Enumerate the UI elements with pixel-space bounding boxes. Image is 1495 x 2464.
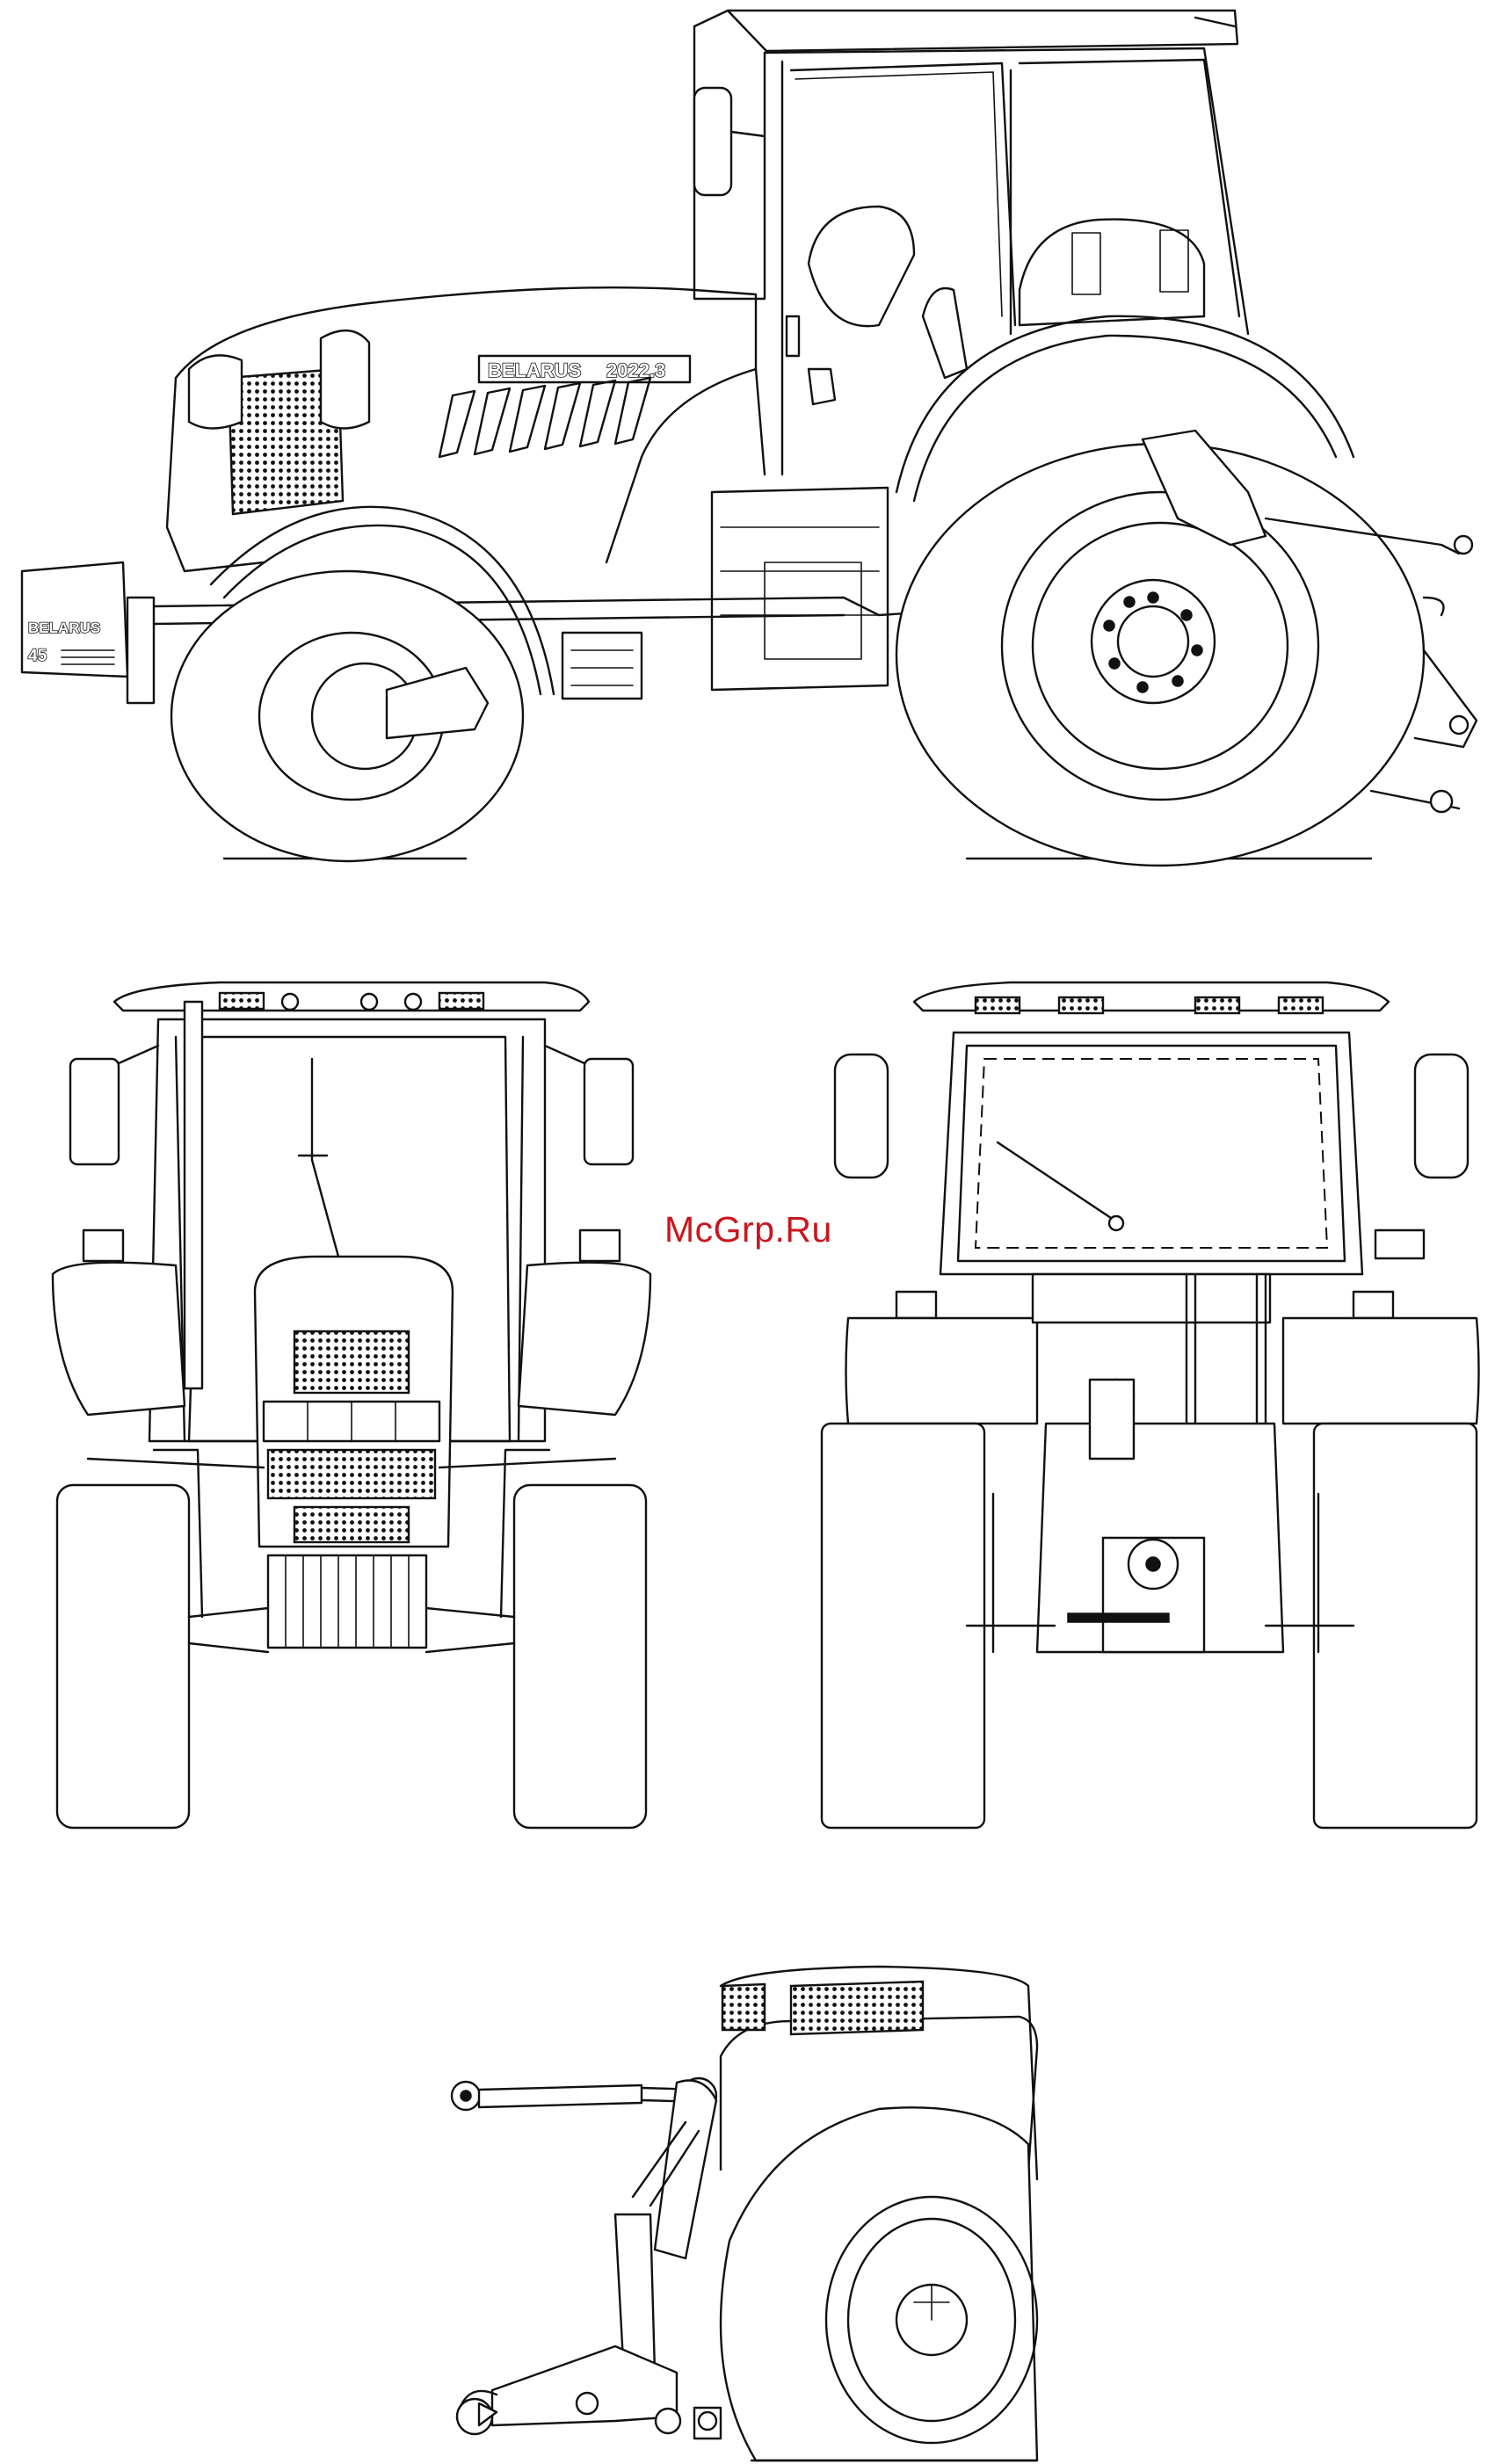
hood-slats (439, 378, 650, 457)
watermark-label: McGrp.Ru (664, 1209, 832, 1250)
weight-number-label: 45 (28, 647, 47, 665)
weight-brand-label: BELARUS (28, 620, 100, 636)
rear-hitch-detail (452, 1967, 1037, 2460)
rear-view (822, 982, 1479, 1828)
side-brand-label: BELARUS (488, 359, 581, 381)
side-model-label: 2022.3 (606, 359, 665, 381)
front-weight-block: BELARUS 45 (22, 562, 154, 703)
front-left-tire (57, 1485, 189, 1828)
front-right-tire (514, 1485, 646, 1828)
rear-left-tire (822, 1424, 984, 1828)
front-view (53, 982, 650, 1828)
side-view: BELARUS 2022.3 BELARUS 45 (22, 11, 1477, 866)
